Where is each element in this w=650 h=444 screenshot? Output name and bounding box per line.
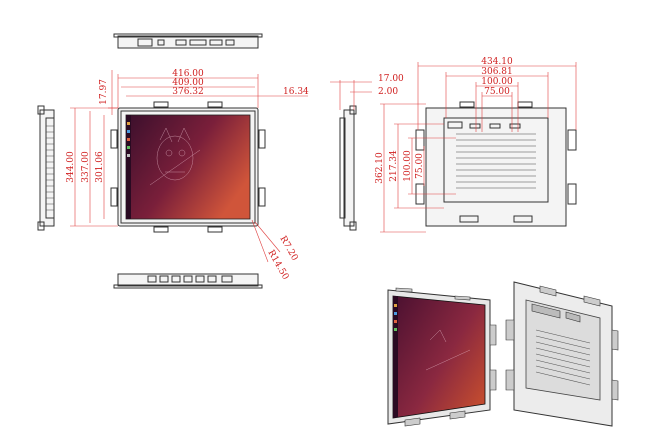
dim-width-outer: 416.00 [172, 69, 204, 79]
side-dimensions: 17.00 2.00 [330, 74, 404, 110]
left-side-fins [46, 125, 54, 211]
dim-side-margin: 16.34 [283, 87, 309, 97]
dim-height-outer: 344.00 [66, 151, 76, 183]
rear-dimensions: 434.10 306.81 100.00 75.00 362.10 217.34… [375, 57, 577, 233]
front-screen-mascot [149, 127, 201, 186]
rear-top-ports [447, 121, 521, 129]
front-screen [125, 114, 251, 220]
dim-width-mid: 409.00 [172, 78, 204, 88]
dim-vesa-100-h: 100.00 [481, 77, 513, 87]
left-side-view [37, 105, 55, 231]
right-side-view [339, 105, 357, 231]
dim-vesa-100-v: 100.00 [403, 150, 413, 182]
top-view [113, 33, 263, 49]
perspective-rear [505, 281, 619, 427]
dim-depth-bezel: 2.00 [378, 87, 398, 97]
front-view [110, 101, 266, 233]
bottom-connectors [147, 275, 233, 283]
dim-width-bracket: 434.10 [481, 57, 513, 67]
perspective-front [387, 287, 497, 427]
dim-width-active: 376.32 [172, 87, 204, 97]
dim-top-margin: 17.97 [99, 79, 109, 105]
front-screen-taskbar [126, 115, 131, 219]
dim-vesa-75-h: 75.00 [484, 87, 510, 97]
dim-height-bracket: 362.10 [375, 152, 385, 184]
rear-view [415, 101, 577, 227]
rear-vent-grid [456, 133, 536, 189]
bottom-view [113, 273, 263, 289]
dim-width-frame: 306.81 [481, 67, 513, 77]
top-connectors [137, 38, 235, 47]
dim-height-frame: 217.34 [389, 150, 399, 182]
dim-vesa-75-v: 75.00 [415, 153, 425, 179]
dim-height-mid: 337.00 [81, 151, 91, 183]
dim-depth-total: 17.00 [378, 74, 404, 84]
dim-height-active: 301.06 [95, 151, 105, 183]
